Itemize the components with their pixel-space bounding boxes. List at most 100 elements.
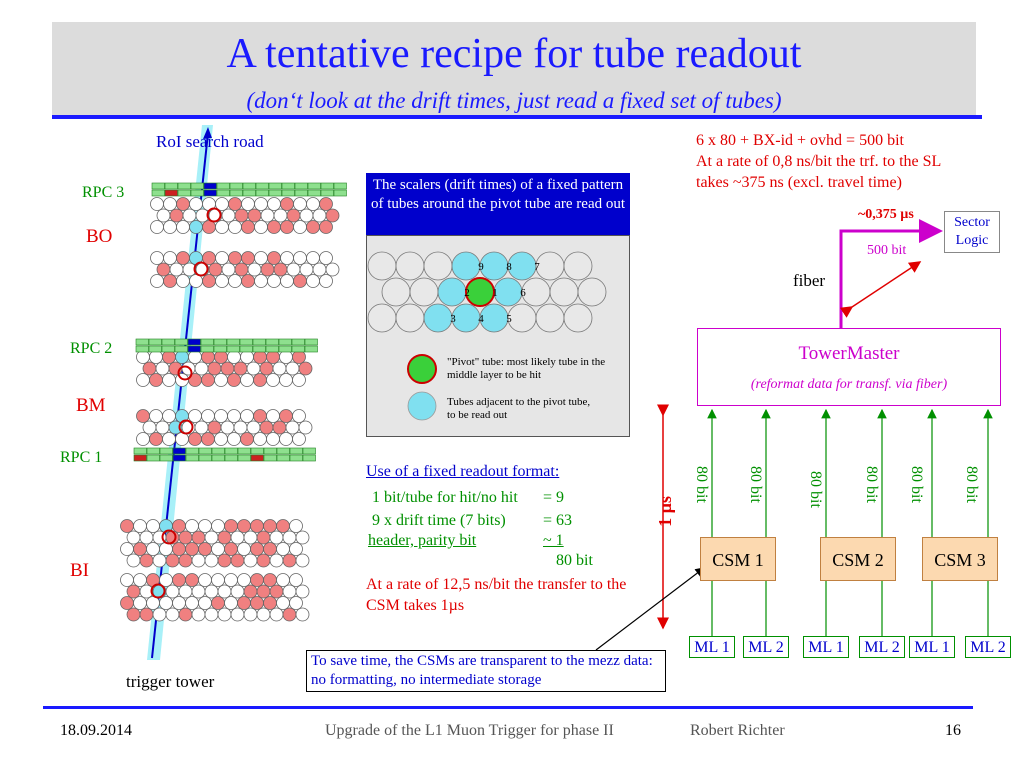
rpc-strip bbox=[174, 345, 188, 353]
hit-marker bbox=[177, 365, 193, 381]
rpc-strip bbox=[185, 454, 199, 462]
sl-line-2: At a rate of 0,8 ns/bit the trf. to the … bbox=[696, 153, 942, 170]
tube bbox=[319, 220, 333, 234]
rpc-strip bbox=[135, 338, 149, 346]
tube-number: 2 bbox=[464, 287, 470, 299]
rpc-strip bbox=[265, 345, 279, 353]
rpc-strip bbox=[148, 345, 162, 353]
bo-label: BO bbox=[86, 226, 113, 247]
rpc-strip bbox=[294, 189, 308, 197]
rpc-strip bbox=[190, 182, 204, 190]
link-label-5: 80 bit bbox=[908, 466, 925, 503]
rpc-strip bbox=[172, 447, 186, 455]
format-total: 80 bit bbox=[556, 552, 593, 569]
callout-box: To save time, the CSMs are transparent t… bbox=[306, 650, 666, 692]
title-rule bbox=[52, 115, 982, 119]
rpc-strip bbox=[239, 338, 253, 346]
rpc-strip bbox=[164, 182, 178, 190]
rpc-strip bbox=[252, 345, 266, 353]
tube bbox=[319, 197, 333, 211]
tube bbox=[289, 573, 303, 587]
rpc-strip bbox=[263, 454, 277, 462]
sl-bits: 500 bit bbox=[867, 243, 907, 258]
rpc2-label: RPC 2 bbox=[70, 340, 113, 357]
footer-date: 18.09.2014 bbox=[60, 722, 132, 739]
towermaster-title: TowerMaster bbox=[798, 343, 900, 364]
hit-marker bbox=[178, 419, 194, 435]
rpc-strip bbox=[265, 338, 279, 346]
rpc-strip bbox=[190, 189, 204, 197]
format-row-2-value: = 63 bbox=[543, 512, 573, 529]
tube bbox=[295, 530, 310, 545]
slide-subtitle: (don‘t look at the drift times, just rea… bbox=[246, 88, 782, 113]
rpc-strip bbox=[291, 338, 305, 346]
rpc-strip bbox=[237, 447, 251, 455]
rpc-strip bbox=[289, 447, 303, 455]
ml-box-3: ML 1 bbox=[803, 636, 849, 658]
rpc-strip bbox=[276, 454, 290, 462]
tube-number: 6 bbox=[520, 287, 526, 299]
rpc-strip bbox=[159, 447, 173, 455]
legend-pivot-swatch bbox=[407, 354, 437, 384]
bi-label: BI bbox=[70, 560, 89, 581]
tube-number: 3 bbox=[450, 313, 456, 325]
rpc-strip bbox=[224, 454, 238, 462]
format-row-2-label: 9 x drift time (7 bits) bbox=[372, 512, 506, 529]
csm-rate-note: At a rate of 12,5 ns/bit the transfer to… bbox=[366, 576, 627, 614]
rpc-strip bbox=[187, 345, 201, 353]
rpc-strip bbox=[302, 447, 316, 455]
rpc-strip bbox=[250, 447, 264, 455]
rpc-strip bbox=[211, 454, 225, 462]
rpc-strip bbox=[307, 189, 321, 197]
trigger-tower-label: trigger tower bbox=[126, 672, 215, 691]
rpc-strip bbox=[239, 345, 253, 353]
rpc-strip bbox=[177, 189, 191, 197]
link-label-3: 80 bit bbox=[807, 471, 824, 508]
sl-latency: ~0,375 µs bbox=[858, 207, 914, 222]
rpc-strip bbox=[255, 189, 269, 197]
legend-adjacent-text: Tubes adjacent to the pivot tube, to be … bbox=[447, 396, 591, 421]
rpc-strip bbox=[146, 447, 160, 455]
tube bbox=[292, 432, 306, 446]
rpc-strip bbox=[198, 447, 212, 455]
rpc-strip bbox=[216, 189, 230, 197]
sl-line-1: 6 x 80 + BX-id + ovhd = 500 bit bbox=[696, 132, 904, 149]
tube bbox=[325, 262, 340, 277]
tube bbox=[319, 251, 333, 265]
rpc-strip bbox=[211, 447, 225, 455]
rpc-strip bbox=[213, 338, 227, 346]
tube bbox=[295, 584, 310, 599]
rpc-strip bbox=[198, 454, 212, 462]
tube bbox=[292, 373, 306, 387]
fiber-label: fiber bbox=[793, 271, 826, 290]
pattern-tube bbox=[577, 277, 607, 307]
rpc-strip bbox=[252, 338, 266, 346]
rpc-strip bbox=[164, 189, 178, 197]
rpc3-label: RPC 3 bbox=[82, 184, 125, 201]
fiber-latency-arrow bbox=[839, 261, 922, 318]
rpc-strip bbox=[237, 454, 251, 462]
tube bbox=[289, 596, 303, 610]
rpc-strip bbox=[226, 345, 240, 353]
pattern-tube bbox=[563, 303, 593, 333]
rpc-strip bbox=[161, 338, 175, 346]
tube bbox=[298, 361, 313, 376]
rpc-strip bbox=[229, 182, 243, 190]
tube-number: 1 bbox=[492, 287, 498, 299]
sector-logic-box: Sector Logic bbox=[944, 211, 1000, 253]
sl-line-3: takes ~375 ns (excl. travel time) bbox=[696, 174, 902, 191]
one-microsecond-label: 1 µs bbox=[655, 496, 675, 527]
hit-marker bbox=[161, 529, 177, 545]
link-label-6: 80 bit bbox=[963, 466, 980, 503]
legend-pivot-text: "Pivot" tube: most likely tube in the mi… bbox=[447, 356, 606, 381]
rpc-strip bbox=[133, 454, 147, 462]
footer-author: Robert Richter bbox=[690, 722, 785, 739]
rpc-strip bbox=[229, 189, 243, 197]
format-row-1-value: = 9 bbox=[543, 489, 565, 506]
rpc-strip bbox=[203, 182, 217, 190]
format-row-1-label: 1 bit/tube for hit/no hit bbox=[372, 489, 518, 506]
footer-event: Upgrade of the L1 Muon Trigger for phase… bbox=[325, 722, 614, 739]
hit-marker bbox=[193, 261, 209, 277]
